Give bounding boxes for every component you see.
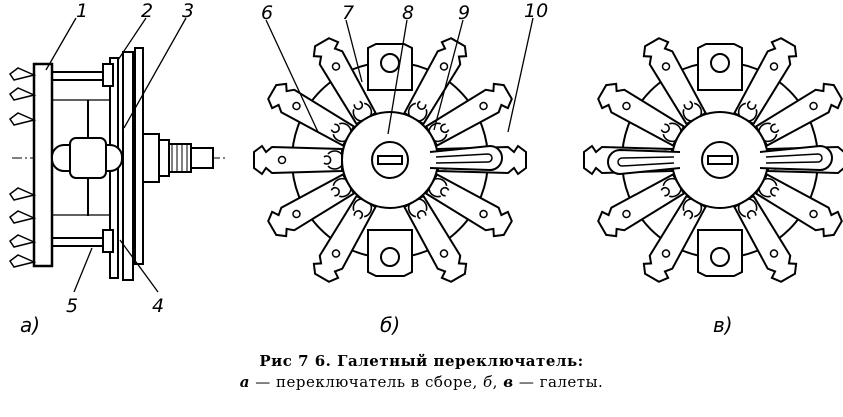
callout-3: 3 [182, 0, 194, 22]
wafer-front-view-b [253, 37, 527, 283]
lug-hole [809, 209, 818, 219]
contact-lug [253, 144, 345, 176]
lug-body [642, 194, 707, 283]
lug-body [642, 37, 707, 126]
sublabel-b: б) [380, 313, 400, 337]
lug-hole [622, 209, 631, 219]
caption-key-a: а [239, 373, 250, 391]
lug-hole [331, 249, 341, 258]
contact-lug [697, 229, 743, 277]
contact-lug [597, 173, 686, 238]
callout-8: 8 [402, 2, 414, 24]
lug-hole [292, 101, 301, 111]
caption-text-a: — переключатель в сборе, [249, 373, 483, 391]
figure-caption-title: Рис 7 6. Галетный переключатель: [259, 352, 584, 370]
contact-lug [597, 82, 686, 147]
lug-hole [439, 249, 449, 258]
caption-key-b: б [482, 373, 493, 391]
contact-lug [267, 173, 356, 238]
lug-hole [439, 62, 449, 71]
lug-hole [292, 209, 301, 219]
contact-lug [733, 37, 798, 126]
callout-7: 7 [342, 2, 354, 24]
wiper-arm-2 [607, 148, 681, 176]
lug-body [403, 194, 468, 283]
lug-hole [479, 101, 488, 111]
mounting-hole [710, 53, 730, 73]
lug-hole [661, 62, 671, 71]
wiper-arm [429, 144, 503, 172]
contact-lug [403, 37, 468, 126]
lug-body [312, 194, 377, 283]
contact-lug [754, 82, 843, 147]
leader-lines [45, 17, 534, 293]
lug-hole [479, 209, 488, 219]
wiper-slot [435, 153, 493, 164]
lug-body [733, 194, 798, 283]
switch-figure: 1 2 3 6 7 8 9 10 5 4 а) б) в) [8, 0, 843, 337]
contact-lug [733, 194, 798, 283]
sublabel-a: а) [20, 313, 40, 337]
shaft-slot [707, 155, 733, 165]
lug-body [424, 82, 513, 147]
lug-hole [331, 62, 341, 71]
caption-separator: , [492, 373, 504, 391]
contact-lug [424, 173, 513, 238]
figure-caption-legend: а — переключатель в сборе, б, в — галеты… [0, 373, 843, 391]
lug-body [267, 173, 356, 238]
callout-1: 1 [76, 0, 88, 22]
lug-body [312, 37, 377, 126]
contact-lug [367, 229, 413, 277]
lug-body [754, 173, 843, 238]
mounting-hole [380, 53, 400, 73]
lug-body [424, 173, 513, 238]
callout-6: 6 [261, 2, 273, 24]
lug-body [267, 82, 356, 147]
shaft-slot [377, 155, 403, 165]
lug-hole [622, 101, 631, 111]
contact-lug [403, 194, 468, 283]
contact-lug [312, 37, 377, 126]
mounting-hole [380, 247, 400, 267]
contact-lug [367, 43, 413, 91]
contact-lug [312, 194, 377, 283]
sublabel-c: в) [713, 313, 733, 337]
contact-lug [697, 43, 743, 91]
wiper-slot [765, 153, 823, 164]
lug-hole [661, 249, 671, 258]
callout-2: 2 [141, 0, 153, 22]
lug-hole [769, 249, 779, 258]
mounting-hole [710, 247, 730, 267]
caption-text-bc: — галеты. [513, 373, 604, 391]
wiper-slot-2 [617, 156, 675, 167]
callout-9: 9 [458, 2, 470, 24]
caption-key-c: в [503, 373, 514, 391]
assembled-switch-side-view [8, 47, 228, 281]
lug-body [253, 144, 343, 176]
lug-body [403, 37, 468, 126]
callout-10: 10 [524, 0, 548, 22]
lug-body [733, 37, 798, 126]
lug-body [597, 173, 686, 238]
callout-4: 4 [152, 295, 164, 317]
lug-body [754, 82, 843, 147]
callout-5: 5 [66, 295, 78, 317]
lug-hole [277, 155, 287, 165]
lug-hole [769, 62, 779, 71]
contact-lug [642, 37, 707, 126]
wafer-front-view-c [583, 37, 843, 283]
lug-body [597, 82, 686, 147]
wiper-arm [759, 144, 833, 172]
lug-hole [809, 101, 818, 111]
contact-lug [754, 173, 843, 238]
